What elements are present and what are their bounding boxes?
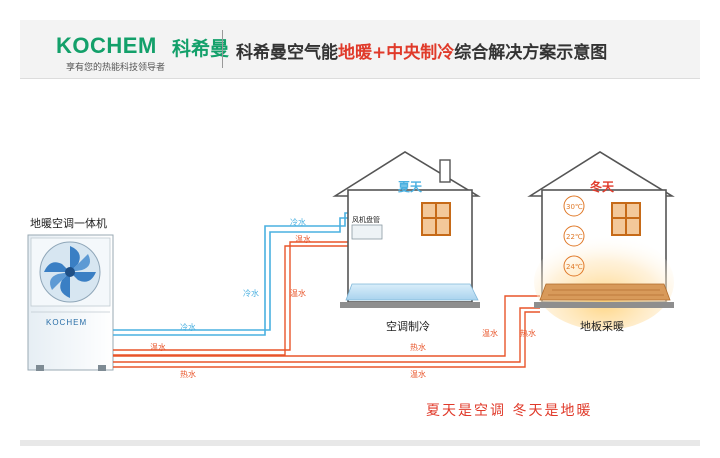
warm-glow	[534, 234, 674, 330]
unit-label: 地暖空调一体机	[30, 217, 107, 230]
window-icon	[611, 202, 641, 236]
pipe-label-warm: 温水	[295, 235, 311, 244]
pipe-label-cold: 冷水	[180, 323, 196, 332]
pipe-label-hot: 热水	[520, 329, 536, 338]
pipe-label-warm: 温水	[410, 370, 426, 379]
slogan: 夏天是空调 冬天是地暖	[426, 403, 593, 419]
window-icon	[421, 202, 451, 236]
cooling-floor	[345, 283, 479, 301]
pipe-label-warm: 温水	[150, 343, 166, 352]
winter-house	[527, 151, 675, 330]
page-title: 科希曼空气能地暖+中央制冷综合解决方案示意图	[236, 38, 607, 63]
title-highlight: 地暖+中央制冷	[338, 43, 455, 63]
logo-chinese: 科希曼	[172, 38, 230, 60]
fan-coil-label: 风机盘管	[352, 216, 380, 224]
heated-floor	[539, 283, 671, 301]
winter-season-label: 冬天	[590, 180, 615, 194]
hot-water-pipes	[113, 241, 540, 368]
fan-icon	[39, 241, 101, 303]
title-prefix: 科希曼空气能	[236, 43, 338, 63]
temp-reading-1: 30℃	[566, 203, 583, 211]
temp-reading-2: 22℃	[566, 233, 583, 241]
winter-ground	[534, 302, 674, 308]
pipe-label-cold: 冷水	[243, 289, 259, 298]
tagline: 享有您的热能科技领导者	[66, 63, 166, 73]
fan-coil-unit	[351, 224, 383, 240]
summer-season-label: 夏天	[398, 180, 423, 194]
title-suffix: 综合解决方案示意图	[454, 43, 608, 63]
bottom-bar	[20, 440, 700, 446]
summer-caption: 空调制冷	[386, 320, 430, 333]
winter-caption: 地板采暖	[580, 320, 624, 333]
pipe-label-warm: 温水	[482, 329, 498, 338]
summer-house	[332, 151, 481, 308]
unit-brand: KOCHEM	[46, 318, 88, 327]
summer-ground	[340, 302, 480, 308]
pipe-label-hot: 热水	[180, 370, 196, 379]
cold-water-pipes	[113, 212, 362, 336]
pipe-label-warm: 温水	[290, 289, 306, 298]
temp-reading-3: 24℃	[566, 263, 583, 271]
pipe-label-hot: 热水	[410, 343, 426, 352]
pipe-label-cold: 冷水	[290, 218, 306, 227]
header-bar	[20, 20, 700, 79]
logo-wordmark: KOCHEM	[56, 33, 157, 58]
heat-pump-unit	[27, 234, 114, 371]
header-divider	[222, 30, 223, 68]
